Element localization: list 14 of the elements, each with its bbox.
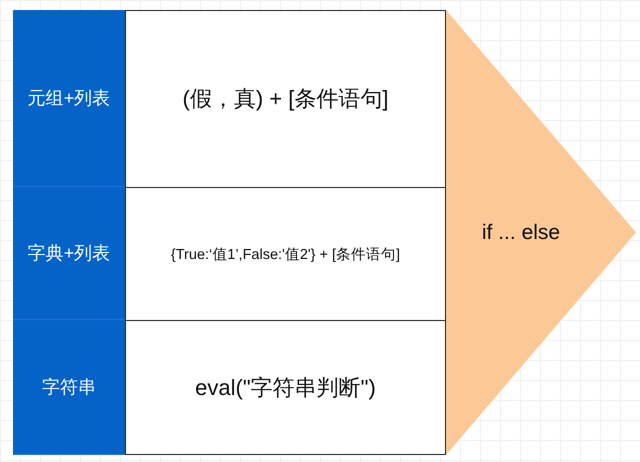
expression-box	[125, 187, 446, 321]
expression-box	[125, 320, 446, 455]
cell-text: if ... else	[482, 220, 560, 244]
category-cell	[13, 187, 125, 320]
cell-text: eval("字符串判断")	[195, 374, 376, 402]
cell-text: 字典+列表	[28, 242, 110, 265]
expression-box	[125, 10, 446, 188]
cell-text: 元组+列表	[28, 87, 110, 110]
cell-text: (假，真) + [条件语句]	[182, 85, 388, 113]
cell-text: 字符串	[42, 376, 96, 399]
cell-text: {True:‘值1’,False:'值2'} + [条件语句]	[170, 246, 400, 264]
chevron-arrow	[446, 10, 636, 455]
category-cell	[13, 10, 125, 187]
category-cell	[13, 320, 125, 455]
